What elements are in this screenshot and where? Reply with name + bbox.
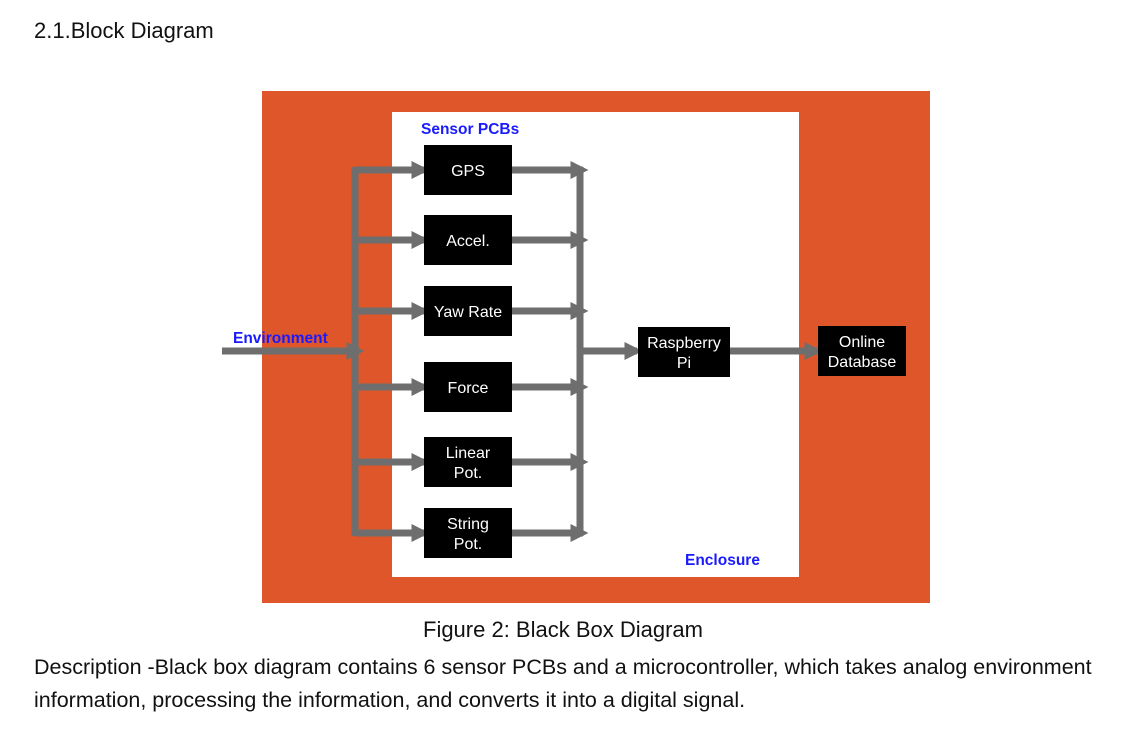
sensor-pcbs-label: Sensor PCBs (421, 121, 519, 138)
sensor-block-linear-pot-text-1: Pot. (454, 465, 482, 482)
enclosure-label: Enclosure (685, 552, 760, 569)
database-block-text-0: Online (839, 334, 885, 351)
figure-description: Description -Black box diagram contains … (34, 655, 1092, 712)
sensor-block-force-text-0: Force (448, 380, 489, 397)
controller-block-text-0: Raspberry (647, 335, 721, 352)
database-block-text-1: Database (828, 354, 897, 371)
controller-block-text-1: Pi (677, 355, 691, 372)
sensor-block-yaw-rate-text-0: Yaw Rate (434, 304, 502, 321)
sensor-block-accel-text-0: Accel. (446, 233, 490, 250)
figure-caption: Figure 2: Black Box Diagram (423, 617, 703, 642)
section-heading: 2.1.Block Diagram (34, 18, 214, 43)
environment-label: Environment (233, 330, 328, 347)
sensor-block-gps: GPS (424, 145, 512, 195)
sensor-block-yaw-rate: Yaw Rate (424, 286, 512, 336)
sensor-block-gps-text-0: GPS (451, 163, 485, 180)
sensor-block-string-pot-text-1: Pot. (454, 536, 482, 553)
connection-wires (222, 160, 823, 543)
sensor-block-string-pot-text-0: String (447, 516, 489, 533)
sensor-block-accel: Accel. (424, 215, 512, 265)
sensor-block-force: Force (424, 362, 512, 412)
sensor-block-linear-pot-text-0: Linear (446, 445, 491, 462)
